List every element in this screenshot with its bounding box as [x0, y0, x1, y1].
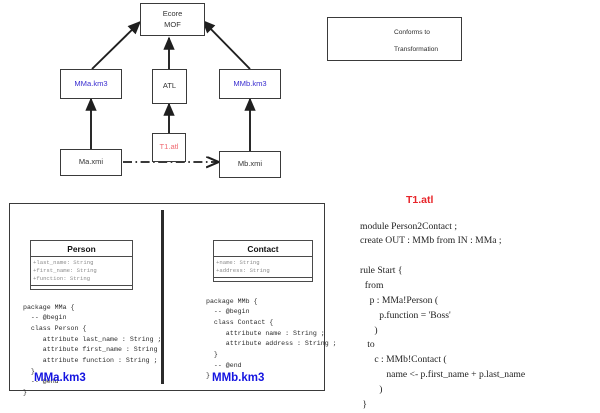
- node-mmb-km3-label: MMb.km3: [233, 78, 267, 88]
- uml-attribute: +name: String: [216, 258, 260, 266]
- mma-km3-source: package MMa { -- @begin class Person { a…: [23, 303, 165, 396]
- node-mmb-km3[interactable]: MMb.km3: [219, 69, 281, 99]
- node-ecore-label-line2: MOF: [164, 19, 181, 29]
- node-atl-label: ATL: [162, 81, 177, 91]
- uml-class-person-attributes: +last_name: String +first_name: String +…: [31, 257, 132, 287]
- uml-attribute: +first_name: String: [33, 266, 97, 274]
- legend-item-transformation: Transformation: [336, 43, 438, 55]
- uml-class-person-operations: [31, 286, 132, 289]
- mma-km3-filename: MMa.km3: [34, 372, 86, 384]
- solid-arrow-icon: [336, 27, 384, 37]
- node-ecore-label-line1: Ecore: [162, 9, 183, 19]
- uml-attribute: +function: String: [33, 275, 91, 283]
- mmb-km3-source: package MMb { -- @begin class Contact { …: [206, 297, 337, 380]
- uml-class-contact-attributes: +name: String +address: String: [214, 257, 312, 278]
- node-t1-atl-label: T1.atl: [159, 142, 179, 152]
- node-mma-km3-label: MMa.km3: [74, 78, 108, 88]
- diagram-canvas: Mb.xmi (transformation, dash-dot) --> Ec…: [9, 3, 525, 410]
- node-t1-atl[interactable]: T1.atl: [152, 133, 186, 162]
- node-mma-km3[interactable]: MMa.km3: [60, 69, 122, 99]
- uml-attribute: +address: String: [216, 266, 270, 274]
- node-atl[interactable]: ATL: [152, 69, 187, 104]
- legend-box: Conforms to Transformation: [327, 17, 462, 61]
- legend-label-transformation: Transformation: [394, 45, 439, 53]
- node-ma-xmi-label: Ma.xmi: [78, 157, 104, 167]
- uml-class-contact-operations: [214, 278, 312, 281]
- node-ma-xmi[interactable]: Ma.xmi: [60, 149, 122, 176]
- arrow-mma-to-ecore: [91, 20, 142, 70]
- metamodels-divider: [161, 210, 164, 384]
- uml-class-person-name: Person: [31, 241, 132, 257]
- node-mb-xmi-label: Mb.xmi: [237, 159, 263, 169]
- atl-file-title: T1.atl: [406, 194, 434, 206]
- legend-label-conforms-to: Conforms to: [394, 28, 430, 36]
- uml-attribute: +last_name: String: [33, 258, 94, 266]
- atl-source-code: module Person2Contact ; create OUT : MMb…: [360, 220, 526, 410]
- uml-class-contact-name: Contact: [214, 241, 312, 257]
- uml-class-person[interactable]: Person +last_name: String +first_name: S…: [30, 240, 133, 291]
- dashdot-arrow-icon: [336, 44, 384, 54]
- arrow-mmb-to-ecore: [201, 19, 251, 70]
- mmb-km3-filename: MMb.km3: [212, 372, 265, 384]
- node-mb-xmi[interactable]: Mb.xmi: [219, 151, 281, 178]
- node-ecore-mof[interactable]: Ecore MOF: [140, 3, 205, 36]
- uml-class-contact[interactable]: Contact +name: String +address: String: [213, 240, 313, 282]
- metamodels-panel: [9, 203, 325, 391]
- legend-item-conforms-to: Conforms to: [336, 26, 430, 38]
